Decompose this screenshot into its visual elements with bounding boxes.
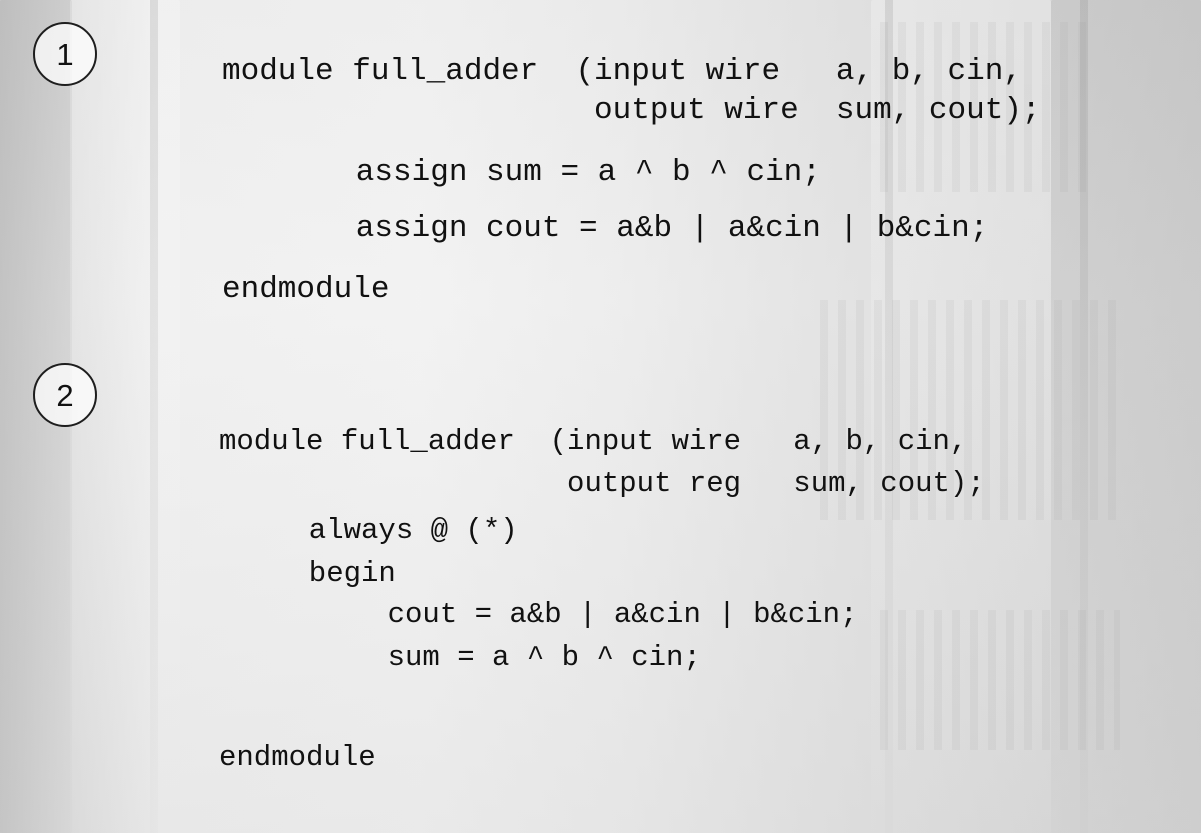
example-badge-2-label: 2 xyxy=(56,377,74,413)
background-window-top-right xyxy=(880,22,1090,192)
code-block-1-line-1: module full_adder (input wire a, b, cin, xyxy=(222,54,1022,89)
background-window-bottom-right xyxy=(880,610,1120,750)
background-strip-right xyxy=(1080,0,1088,833)
background-right-panel xyxy=(871,0,1051,833)
background-strip-left xyxy=(150,0,158,833)
example-badge-2: 2 xyxy=(33,363,97,427)
example-badge-1-label: 1 xyxy=(56,36,74,72)
example-badge-1: 1 xyxy=(33,22,97,86)
background-window-mid-right xyxy=(820,300,1120,520)
code-block-2-line-3: always @ (*) xyxy=(274,514,518,547)
background-right-shade xyxy=(1051,0,1201,833)
code-block-2-line-2: output reg sum, cout); xyxy=(219,467,985,500)
code-block-1-line-4: assign cout = a&b | a&cin | b&cin; xyxy=(300,211,989,246)
code-block-2-line-4: begin xyxy=(274,557,396,590)
code-block-1-line-2: output wire sum, cout); xyxy=(222,93,1041,128)
code-block-1-line-3: assign sum = a ^ b ^ cin; xyxy=(300,155,821,190)
code-block-2-line-1: module full_adder (input wire a, b, cin, xyxy=(219,425,968,458)
code-block-2-line-6: sum = a ^ b ^ cin; xyxy=(318,641,701,674)
code-block-2-line-7: endmodule xyxy=(219,741,376,774)
background-strip-center xyxy=(885,0,893,833)
code-block-1-line-5: endmodule xyxy=(222,272,390,307)
code-block-2-line-5: cout = a&b | a&cin | b&cin; xyxy=(318,598,858,631)
